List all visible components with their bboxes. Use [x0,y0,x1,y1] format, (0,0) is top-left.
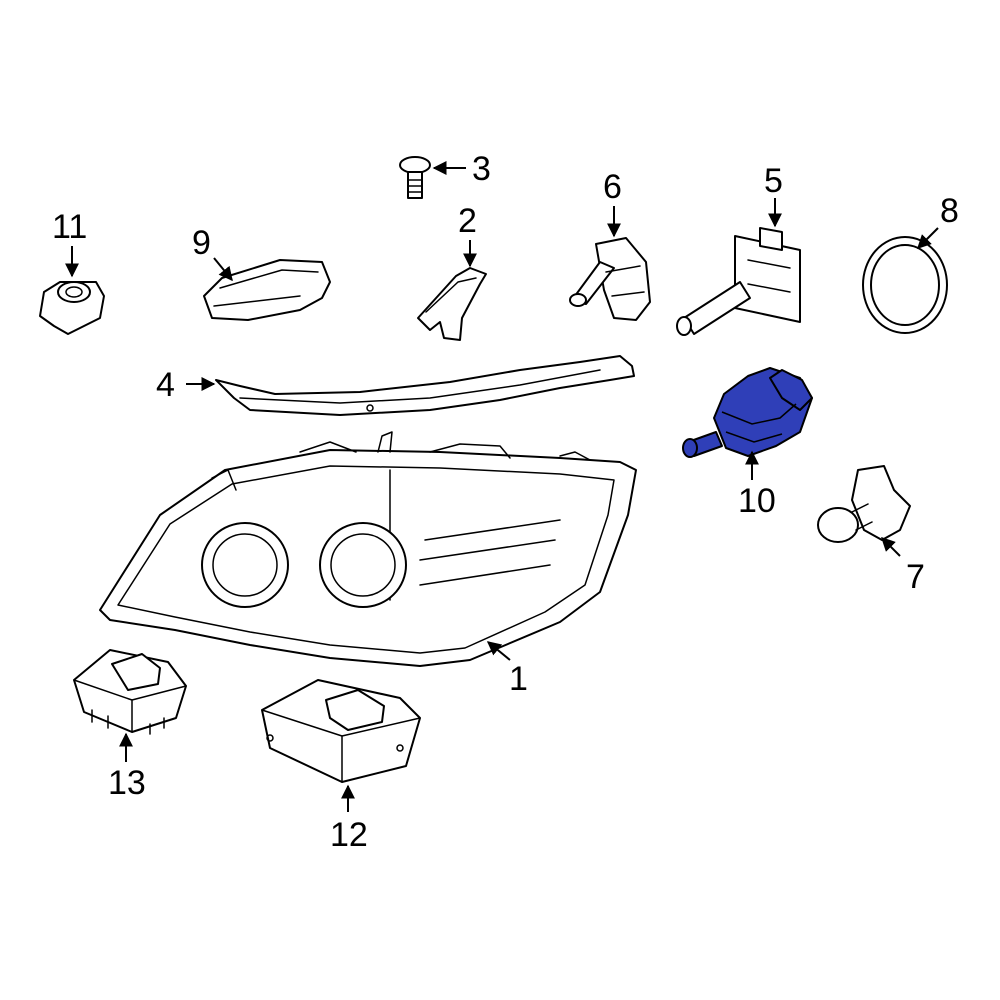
leader-7 [881,537,901,557]
part-10-leveling-motor[interactable] [682,367,813,458]
callout-12: 12 [330,816,368,854]
callout-5: 5 [764,162,783,200]
callout-4: 4 [156,366,175,404]
part-4-seal-strip[interactable] [215,355,635,416]
callout-7: 7 [906,558,925,596]
part-11-actuator[interactable] [39,281,105,335]
part-5-xenon-bulb[interactable] [676,227,801,336]
leader-arrows [65,161,939,812]
leader-8 [917,227,939,249]
leader-9 [213,257,233,282]
callout-11: 11 [52,208,87,246]
part-3-screw[interactable] [399,156,431,199]
callout-2: 2 [458,202,477,240]
part-7-side-bulb[interactable] [817,465,911,543]
callout-8: 8 [940,192,959,230]
part-2-bracket[interactable] [417,267,487,341]
part-8-seal-ring[interactable] [862,236,948,334]
part-13-igniter-module[interactable] [73,649,187,735]
part-6-halogen-bulb[interactable] [569,237,651,321]
callout-10: 10 [738,482,776,520]
part-12-ballast-unit[interactable] [261,679,421,783]
callout-3: 3 [472,150,491,188]
callout-1: 1 [509,660,528,698]
callout-labels: 1 2 3 4 5 6 7 8 9 10 11 12 13 [52,150,959,854]
callout-9: 9 [192,224,211,262]
callout-6: 6 [603,168,622,206]
callout-13: 13 [108,764,146,802]
leader-1 [486,641,511,661]
part-9-cover-cap[interactable] [203,259,331,321]
part-1-headlamp-assembly[interactable] [99,431,637,667]
